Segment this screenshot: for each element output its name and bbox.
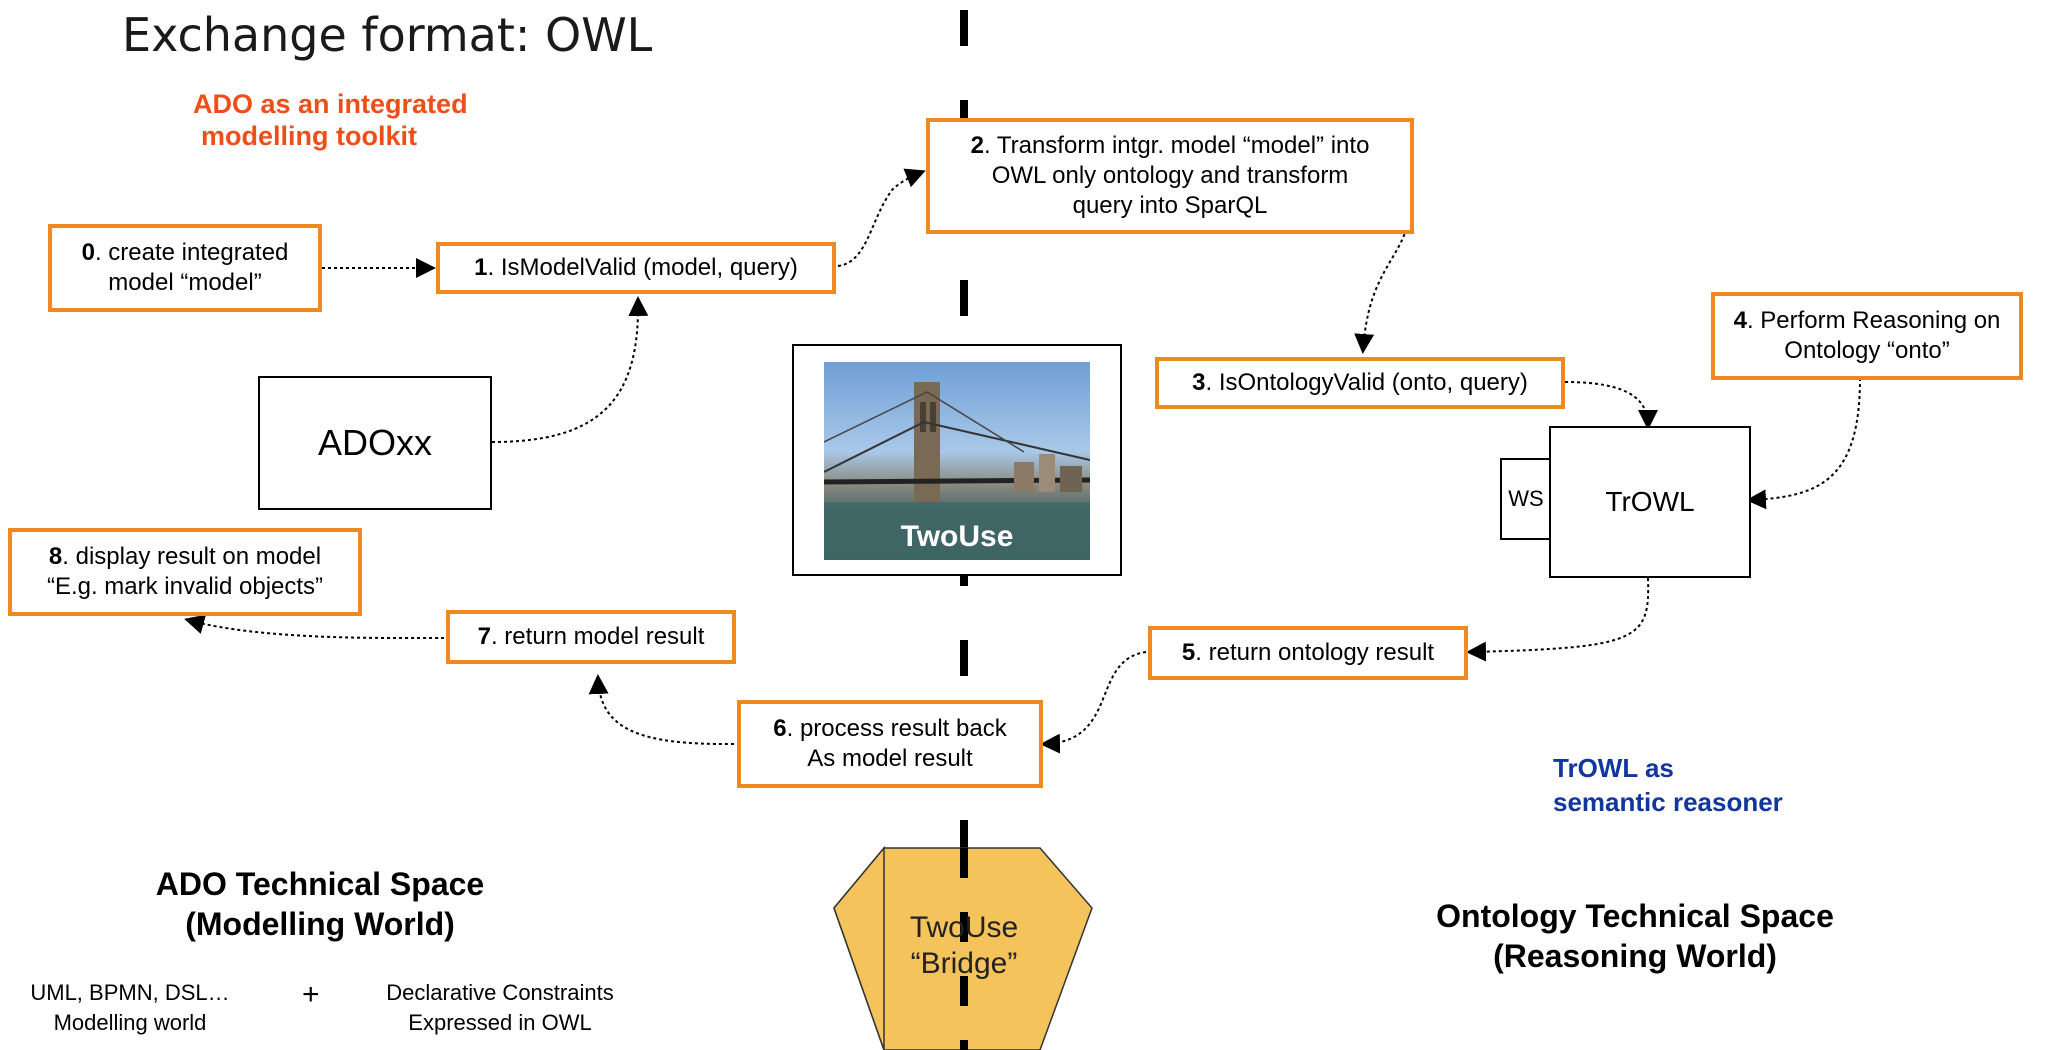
- trowl-reasoner-heading: TrOWL as semantic reasoner: [1553, 751, 1783, 819]
- bridge-label-line2: “Bridge”: [910, 947, 1018, 980]
- connector-5-to-6: [1040, 651, 1147, 754]
- step-1-text: . IsModelValid (model, query): [487, 254, 798, 281]
- step-5-number: 5: [1181, 639, 1196, 666]
- page-title: Exchange format: OWL: [122, 8, 653, 62]
- bridge-label: TwoUse “Bridge”: [866, 910, 1062, 982]
- footer-left-line2: Modelling world: [53, 1010, 207, 1035]
- connector-3-to-trowl: [1564, 381, 1658, 430]
- twouse-bridge-photo: TwoUse: [824, 362, 1090, 560]
- bridge-label-line1: TwoUse: [909, 911, 1019, 944]
- ws-label: WS: [1508, 486, 1544, 511]
- step-3-is-ontology-valid: 3. IsOntologyValid (onto, query): [1155, 357, 1565, 409]
- connector-trowl-to-5: [1466, 577, 1650, 662]
- step-2-number: 2: [970, 132, 984, 159]
- step-5-text: . return ontology result: [1195, 639, 1435, 666]
- ontology-technical-space-heading: Ontology Technical Space (Reasoning Worl…: [1400, 896, 1870, 976]
- footer-right-line2: Expressed in OWL: [408, 1010, 592, 1035]
- connector-7-to-8: [184, 614, 445, 640]
- onto-space-line1: Ontology Technical Space: [1436, 898, 1834, 934]
- ado-space-line1: ADO Technical Space: [155, 866, 485, 902]
- connector-4-to-trowl: [1746, 377, 1861, 510]
- ado-toolkit-heading-line2: modelling toolkit: [201, 121, 417, 151]
- connector-adoxx-to-1: [491, 296, 649, 443]
- step-8-display-result: 8. display result on model “E.g. mark in…: [8, 528, 362, 616]
- step-6-text-line2: As model result: [807, 745, 973, 772]
- footer-modelling-world: UML, BPMN, DSL… Modelling world: [10, 978, 250, 1038]
- adoxx-label: ADOxx: [317, 422, 432, 463]
- twouse-photo-frame: TwoUse: [792, 344, 1122, 576]
- step-4-number: 4: [1733, 307, 1747, 334]
- step-8-number: 8: [48, 543, 63, 570]
- step-2-transform-model: 2. Transform intgr. model “model” into O…: [926, 118, 1414, 234]
- step-0-text-line1: . create integrated: [94, 239, 289, 266]
- footer-right-line1: Declarative Constraints: [386, 980, 614, 1005]
- step-0-number: 0: [81, 239, 95, 266]
- step-6-text-line1: . process result back: [786, 715, 1007, 742]
- footer-declarative-constraints: Declarative Constraints Expressed in OWL: [350, 978, 650, 1038]
- step-6-number: 6: [773, 715, 787, 742]
- step-8-text-line2: “E.g. mark invalid objects”: [46, 573, 324, 600]
- trowl-reasoner-heading-line1: TrOWL as: [1553, 753, 1674, 783]
- step-7-text: . return model result: [490, 623, 705, 650]
- twouse-photo-label: TwoUse: [900, 520, 1014, 553]
- connector-1-to-2: [837, 168, 926, 267]
- step-4-text-line2: Ontology “onto”: [1784, 337, 1950, 364]
- step-7-return-model-result: 7. return model result: [446, 610, 736, 664]
- ado-toolkit-heading: ADO as an integrated modelling toolkit: [193, 88, 468, 152]
- trowl-box: TrOWL: [1549, 426, 1751, 578]
- connector-2-to-3: [1354, 174, 1413, 354]
- step-0-text-line2: model “model”: [108, 269, 262, 296]
- trowl-reasoner-heading-line2: semantic reasoner: [1553, 787, 1783, 817]
- footer-left-line1: UML, BPMN, DSL…: [30, 980, 230, 1005]
- step-6-process-result: 6. process result back As model result: [737, 700, 1043, 788]
- step-0-create-model: 0. create integrated model “model”: [48, 224, 322, 312]
- step-2-text-line1: . Transform intgr. model “model” into: [983, 132, 1370, 159]
- step-3-text: . IsOntologyValid (onto, query): [1205, 369, 1528, 396]
- step-4-perform-reasoning: 4. Perform Reasoning on Ontology “onto”: [1711, 292, 2023, 380]
- step-7-number: 7: [477, 623, 491, 650]
- step-2-text-line2: OWL only ontology and transform: [991, 162, 1349, 189]
- adoxx-box: ADOxx: [258, 376, 492, 510]
- onto-space-line2: (Reasoning World): [1493, 938, 1777, 974]
- bridge-illustration: [824, 382, 1090, 560]
- step-5-return-ontology-result: 5. return ontology result: [1148, 626, 1468, 680]
- connector-6-to-7: [588, 674, 735, 746]
- trowl-label: TrOWL: [1605, 486, 1695, 517]
- step-1-number: 1: [474, 254, 488, 281]
- step-2-text-line3: query into SparQL: [1072, 192, 1268, 219]
- ws-box: WS: [1500, 458, 1552, 540]
- ado-toolkit-heading-line1: ADO as an integrated: [193, 89, 468, 119]
- step-8-text-line1: . display result on model: [62, 543, 322, 570]
- step-1-is-model-valid: 1. IsModelValid (model, query): [436, 242, 836, 294]
- step-3-number: 3: [1192, 369, 1206, 396]
- footer-plus: +: [302, 978, 320, 1011]
- step-4-text-line1: . Perform Reasoning on: [1746, 307, 2001, 334]
- ado-technical-space-heading: ADO Technical Space (Modelling World): [110, 864, 530, 944]
- ado-space-line2: (Modelling World): [185, 906, 455, 942]
